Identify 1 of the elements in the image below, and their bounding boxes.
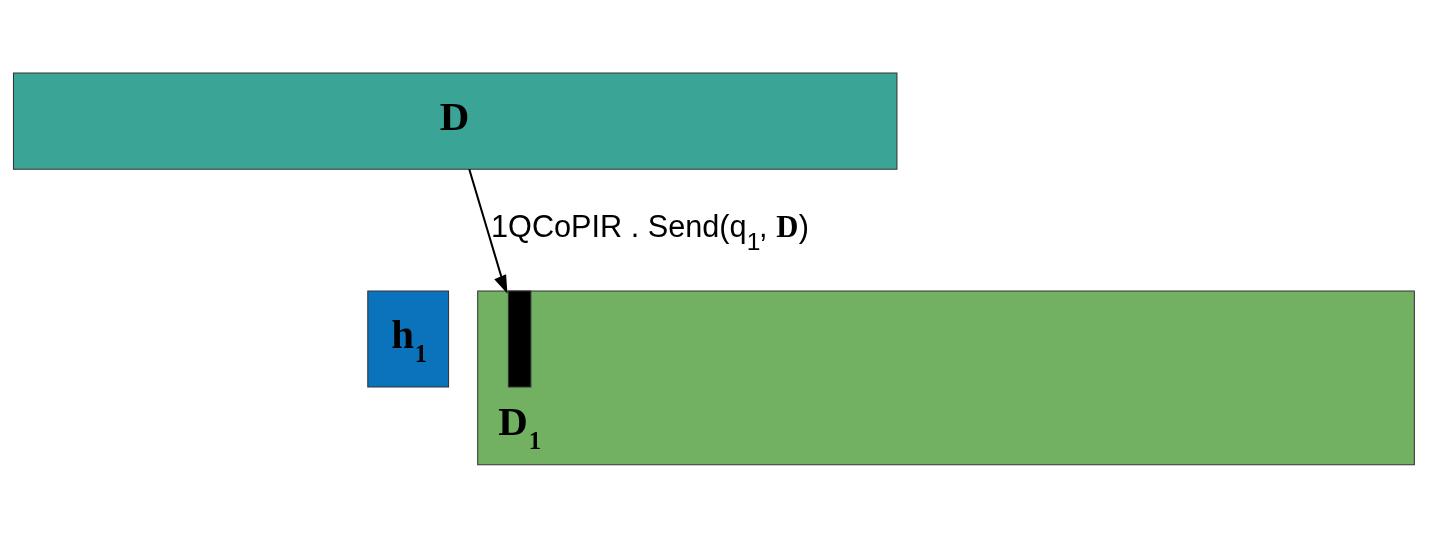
- edge-label: 1QCoPIR . Send(q$_{1}$, D): [490, 208, 809, 255]
